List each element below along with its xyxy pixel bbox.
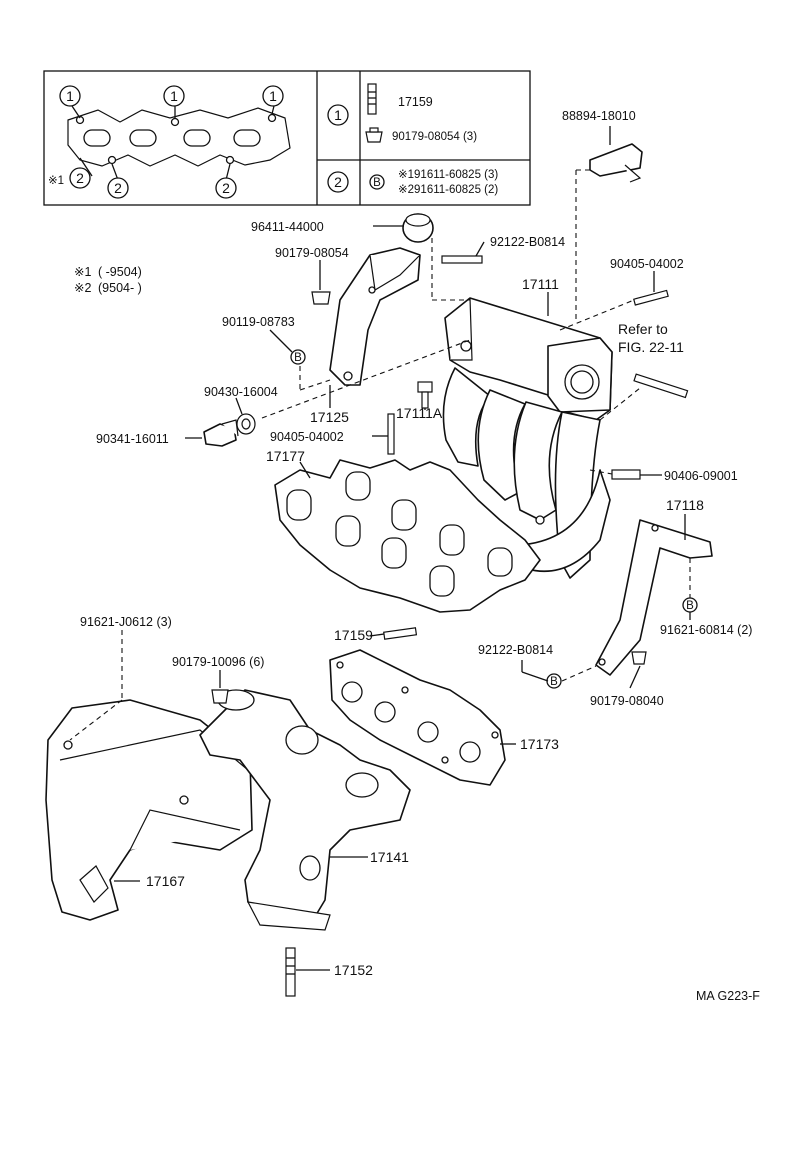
marker-2-far-left: 2 [69,167,91,189]
marker-1-label: 1 [66,88,74,104]
callout-90179-08054: 90179-08054 [275,246,349,260]
marker-1-center: 1 [163,85,185,107]
marker-2-left: 2 [107,177,129,199]
stud-92122-b0814-top [441,255,483,264]
stud-icon [367,83,377,115]
legend-row2-marker-label: 2 [334,174,342,190]
b-bolt-marker-lower-left: B [546,673,562,689]
intake-manifold-drawing [442,297,613,579]
bracket-17125 [329,247,421,386]
nut-90179-10096 [211,689,229,704]
callout-17167: 17167 [146,873,185,889]
b-bolt-icon: B [369,174,385,190]
marker-2-label: 2 [222,180,230,196]
callout-17159: 17159 [334,627,373,643]
leader-lines [69,126,691,971]
exhaust-gasket-17173 [329,649,506,786]
callout-90405-04002-top: 90405-04002 [610,257,684,271]
legend-row1-marker-label: 1 [334,107,342,123]
callout-90405-04002-mid: 90405-04002 [270,430,344,444]
b-bolt-marker-lower-right: B [682,597,698,613]
callout-90119-08783: 90119-08783 [222,315,295,329]
stud-90405-04002-top [633,289,669,306]
b-marker-label: B [550,676,558,688]
marker-2-label: 2 [114,180,122,196]
period-note-line-1: ( -9504) [98,265,142,279]
bracket-17118 [595,519,713,676]
b-label: B [373,177,381,189]
nut-90179-08040 [631,651,647,665]
legend-row2-marker: 2 [327,171,349,193]
plug-90341-16011 [203,419,239,447]
marker-2-label: 2 [76,170,84,186]
marker-1-right: 1 [262,85,284,107]
callout-17177: 17177 [266,448,305,464]
callout-17173: 17173 [520,736,559,752]
callout-96411-44000: 96411-44000 [251,220,324,234]
cap-96411-44000 [402,213,434,243]
legend-row1-marker: 1 [327,104,349,126]
callout-88894-18010: 88894-18010 [562,109,636,123]
b-bolt-marker-upper: B [290,349,306,365]
marker-2-right: 2 [215,177,237,199]
callout-92122-b0814-top: 92122-B0814 [490,235,565,249]
gasket-sketch [67,105,291,181]
b-marker-label: B [686,600,694,612]
diagram-code: MA G223-F [696,989,760,1003]
marker-1-label: 1 [269,88,277,104]
bolt-17111a [417,381,433,409]
callout-90406-09001: 90406-09001 [664,469,738,483]
callout-labels: 88894-18010 96411-44000 92122-B0814 9017… [80,109,760,1003]
callout-90179-10096: 90179-10096 (6) [172,655,264,669]
period-note-mark-1: ※1 [74,265,91,279]
callout-90430-16004: 90430-16004 [204,385,278,399]
callout-17152: 17152 [334,962,373,978]
callout-17118: 17118 [666,497,704,513]
stud-17152 [285,947,296,997]
refer-fig-label: FIG. 22-11 [618,339,684,355]
callout-90341-16011: 90341-16011 [96,432,169,446]
period-note-line-2: (9504- ) [98,281,142,295]
fitting-88894-18010 [589,143,643,183]
nut-90179-08054 [311,291,331,305]
period-note: ※1 ( -9504) ※2 (9504- ) [74,265,142,295]
callout-17111: 17111 [522,276,559,292]
stud-90405-04002-mid [387,413,395,455]
marker-1-label: 1 [170,88,178,104]
asterisk-marker: ※1 [48,175,64,187]
refer-to-label: Refer to [618,321,668,337]
nut-icon [365,127,383,143]
callout-17141: 17141 [370,849,409,865]
stud-refer-fig [633,373,689,399]
callout-17125: 17125 [310,409,349,425]
callout-17111a: 17111A [396,405,443,421]
legend-part-291611: ※291611-60825 (2) [398,184,498,196]
heat-insulator-17167 [45,699,253,921]
legend-box: 1 1 1 ※1 2 2 2 1 2 [43,70,531,206]
legend-part-191611: ※191611-60825 (3) [398,169,498,181]
callout-90179-08040: 90179-08040 [590,694,664,708]
marker-1-left: 1 [59,85,81,107]
legend-part-90179-08054: 90179-08054 (3) [392,131,477,143]
callout-91621-j0612: 91621-J0612 (3) [80,615,172,629]
intake-gasket-17177 [274,459,541,613]
stud-17159 [383,627,418,640]
bolt-90406-09001 [611,469,641,480]
legend-part-17159: 17159 [398,95,433,109]
period-note-mark-2: ※2 [74,281,91,295]
callout-91621-60814: 91621-60814 (2) [660,623,752,637]
washer-90430-16004 [236,413,256,435]
b-marker-label: B [294,352,302,364]
callout-92122-b0814-low: 92122-B0814 [478,643,553,657]
exhaust-manifold-17141 [199,689,411,931]
